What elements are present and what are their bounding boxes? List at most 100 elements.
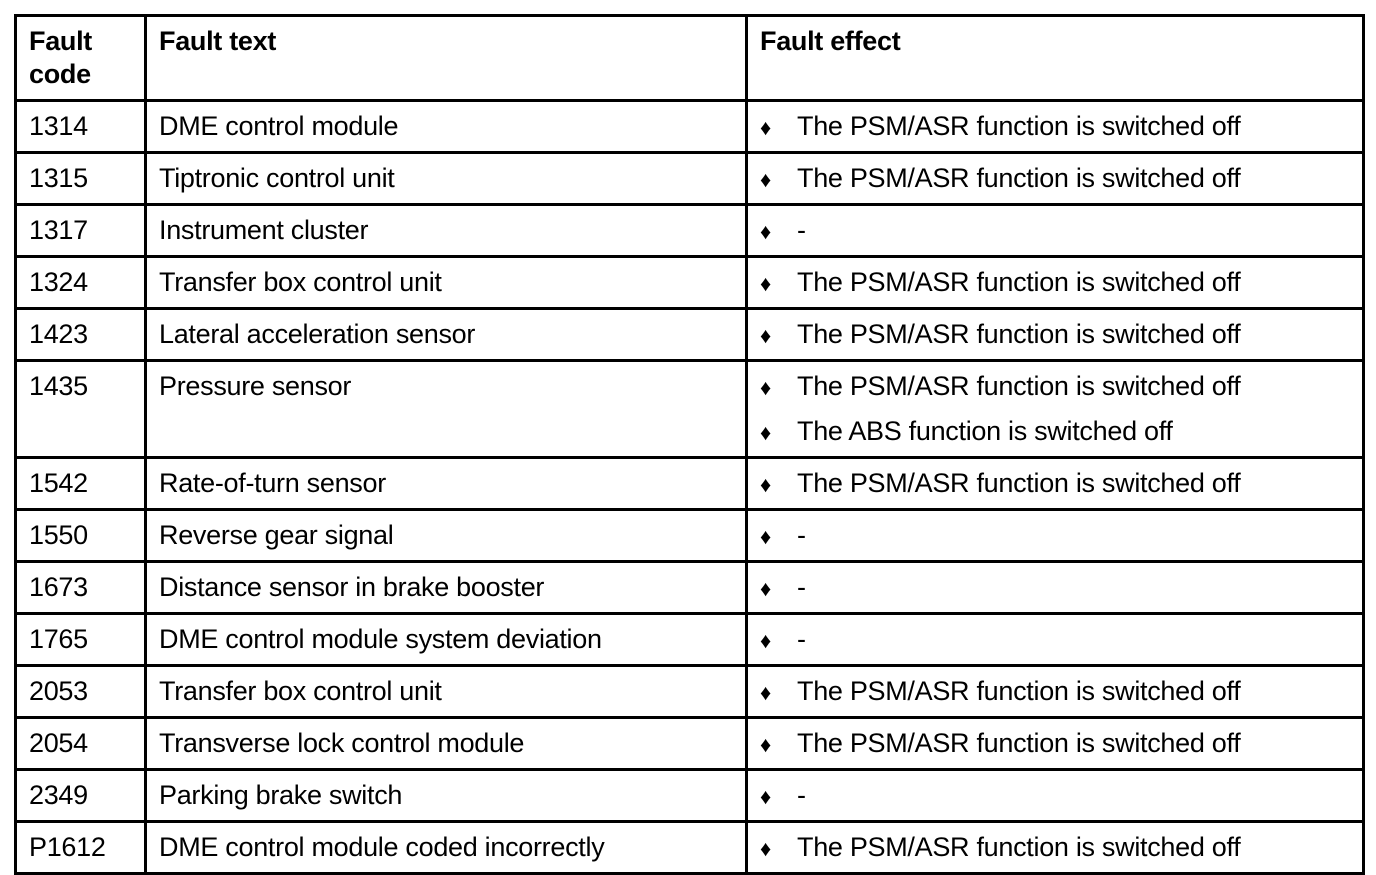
fault-effect-cell: ♦ The PSM/ASR function is switched off	[745, 151, 1365, 206]
column-header-fault-text: Fault text	[144, 14, 748, 102]
fault-code-cell: 1315	[14, 151, 147, 206]
fault-effect-cell: ♦-	[745, 612, 1365, 667]
table-row: 1315 Tiptronic control unit ♦ The PSM/ASR…	[14, 151, 1365, 206]
table-row: 1317 Instrument cluster ♦-	[14, 203, 1365, 258]
fault-code-cell: 2053	[14, 664, 147, 719]
table-row: P1612 DME control module coded incorrect…	[14, 820, 1365, 875]
manual-page: Fault code Fault text Fault effect 1314 …	[14, 14, 1365, 875]
effect-text: The PSM/ASR function is switched off	[797, 267, 1241, 297]
fault-effect-cell: ♦ The PSM/ASR function is switched off ♦Th…	[745, 359, 1365, 459]
effect-item: ♦ The PSM/ASR function is switched off	[760, 832, 1352, 864]
effect-item: ♦ The PSM/ASR function is switched off	[760, 267, 1352, 299]
diamond-bullet-icon: ♦	[760, 375, 771, 400]
fault-effect-cell: ♦-	[745, 508, 1365, 563]
fault-text-cell: Tiptronic control unit	[144, 151, 748, 206]
fault-text-cell: DME control module	[144, 99, 748, 154]
fault-text-cell: Parking brake switch	[144, 768, 748, 823]
effect-text: -	[797, 215, 806, 245]
fault-text-cell: Transfer box control unit	[144, 664, 748, 719]
fault-effect-cell: ♦ The PSM/ASR function is switched off	[745, 99, 1365, 154]
fault-code-cell: P1612	[14, 820, 147, 875]
diamond-bullet-icon: ♦	[760, 167, 771, 192]
fault-text-cell: Transverse lock control module	[144, 716, 748, 771]
fault-text-cell: Lateral acceleration sensor	[144, 307, 748, 362]
fault-text-cell: Instrument cluster	[144, 203, 748, 258]
table-row: 1550 Reverse gear signal ♦-	[14, 508, 1365, 563]
fault-text-cell: Transfer box control unit	[144, 255, 748, 310]
table-row: 1673 Distance sensor in brake booster ♦-	[14, 560, 1365, 615]
column-header-fault-effect: Fault effect	[745, 14, 1365, 102]
effect-text: The PSM/ASR function is switched off	[797, 832, 1241, 862]
effect-item: ♦ The PSM/ASR function is switched off	[760, 111, 1352, 143]
column-header-fault-code: Fault code	[14, 14, 147, 102]
fault-code-cell: 2054	[14, 716, 147, 771]
table-row: 1542 Rate-of-turn sensor ♦The PSM/ASR fu…	[14, 456, 1365, 511]
fault-code-cell: 1673	[14, 560, 147, 615]
effect-text: -	[797, 572, 806, 602]
fault-effect-cell: ♦The PSM/ASR function is switched off	[745, 456, 1365, 511]
fault-effect-cell: ♦-	[745, 203, 1365, 258]
diamond-bullet-icon: ♦	[760, 219, 771, 244]
fault-code-cell: 1550	[14, 508, 147, 563]
diamond-bullet-icon: ♦	[760, 628, 771, 653]
table-row: 2053 Transfer box control unit ♦The PSM/…	[14, 664, 1365, 719]
fault-effect-cell: ♦ The PSM/ASR function is switched off	[745, 307, 1365, 362]
fault-code-cell: 1317	[14, 203, 147, 258]
diamond-bullet-icon: ♦	[760, 323, 771, 348]
header-row: Fault code Fault text Fault effect	[14, 14, 1365, 102]
effect-text: The PSM/ASR function is switched off	[797, 319, 1241, 349]
fault-code-cell: 1542	[14, 456, 147, 511]
diamond-bullet-icon: ♦	[760, 784, 771, 809]
effect-item: ♦The PSM/ASR function is switched off	[760, 468, 1352, 500]
table-row: 1314 DME control module ♦ The PSM/ASR fun…	[14, 99, 1365, 154]
effect-item: ♦The ABS function is switched off	[760, 416, 1352, 448]
table-row: 1423 Lateral acceleration sensor ♦ The PS…	[14, 307, 1365, 362]
fault-effect-cell: ♦ The PSM/ASR function is switched off	[745, 820, 1365, 875]
effect-text: The PSM/ASR function is switched off	[797, 468, 1241, 498]
effect-item: ♦-	[760, 624, 1352, 656]
fault-code-cell: 1435	[14, 359, 147, 459]
effect-item: ♦ The PSM/ASR function is switched off	[760, 319, 1352, 351]
diamond-bullet-icon: ♦	[760, 271, 771, 296]
effect-text: The PSM/ASR function is switched off	[797, 371, 1241, 401]
effect-text: The PSM/ASR function is switched off	[797, 111, 1241, 141]
diamond-bullet-icon: ♦	[760, 115, 771, 140]
fault-effect-cell: ♦-	[745, 560, 1365, 615]
diamond-bullet-icon: ♦	[760, 836, 771, 861]
diamond-bullet-icon: ♦	[760, 576, 771, 601]
fault-code-cell: 1314	[14, 99, 147, 154]
diamond-bullet-icon: ♦	[760, 680, 771, 705]
effect-item: ♦-	[760, 520, 1352, 552]
table-row: 2349 Parking brake switch ♦-	[14, 768, 1365, 823]
effect-item: ♦-	[760, 780, 1352, 812]
effect-item: ♦ The PSM/ASR function is switched off	[760, 163, 1352, 195]
effect-item: ♦ The PSM/ASR function is switched off	[760, 371, 1352, 403]
table-row: 1435 Pressure sensor ♦The PSM/ASR functi…	[14, 359, 1365, 459]
fault-text-cell: Reverse gear signal	[144, 508, 748, 563]
effect-text: -	[797, 780, 806, 810]
fault-effect-cell: ♦ The PSM/ASR function is switched off	[745, 255, 1365, 310]
table-body: 1314 DME control module ♦ The PSM/ASR fun…	[14, 99, 1365, 875]
effect-text: -	[797, 520, 806, 550]
fault-code-cell: 1324	[14, 255, 147, 310]
fault-code-cell: 1765	[14, 612, 147, 667]
fault-effect-cell: ♦-	[745, 768, 1365, 823]
diamond-bullet-icon: ♦	[760, 524, 771, 549]
effect-item: ♦The PSM/ASR function is switched off	[760, 676, 1352, 708]
fault-code-cell: 2349	[14, 768, 147, 823]
table-row: 1765 DME control module system deviation…	[14, 612, 1365, 667]
fault-text-cell: Rate-of-turn sensor	[144, 456, 748, 511]
effect-item: ♦-	[760, 215, 1352, 247]
diamond-bullet-icon: ♦	[760, 732, 771, 757]
effect-text: The PSM/ASR function is switched off	[797, 728, 1241, 758]
fault-code-cell: 1423	[14, 307, 147, 362]
effect-text: -	[797, 624, 806, 654]
table-row: 1324 Transfer box control unit ♦ The PSM/…	[14, 255, 1365, 310]
fault-text-cell: DME control module system deviation	[144, 612, 748, 667]
fault-code-table: Fault code Fault text Fault effect 1314 …	[14, 14, 1365, 875]
fault-text-cell: DME control module coded incorrectly	[144, 820, 748, 875]
effect-text: The PSM/ASR function is switched off	[797, 163, 1241, 193]
fault-effect-cell: ♦The PSM/ASR function is switched off	[745, 664, 1365, 719]
table-row: 2054 Transverse lock control module ♦ The…	[14, 716, 1365, 771]
effect-item: ♦-	[760, 572, 1352, 604]
